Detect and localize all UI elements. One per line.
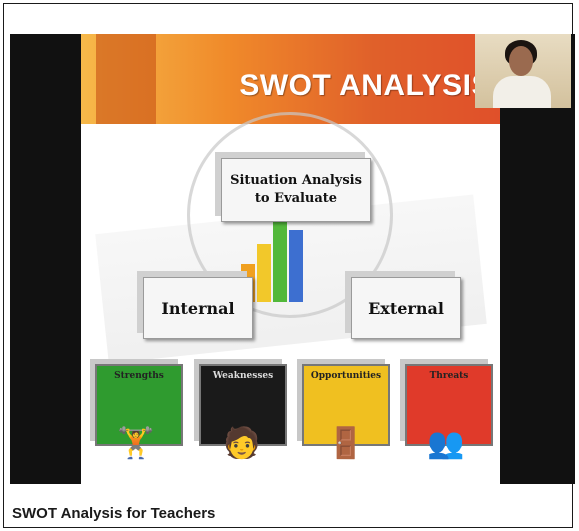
threats-label: Threats xyxy=(429,371,469,381)
presenter-webcam-thumbnail xyxy=(475,34,571,108)
person-at-door-icon: 🚪 xyxy=(327,427,365,460)
weightlifter-icon: 🏋 xyxy=(117,427,155,460)
slide-banner: SWOT ANALYSIS xyxy=(81,34,500,124)
situation-analysis-box: Situation Analysis to Evaluate xyxy=(221,158,371,222)
opportunities-box: Opportunities xyxy=(302,364,390,446)
threats-box: Threats xyxy=(405,364,493,446)
magnifier-illustration xyxy=(187,112,393,318)
weaknesses-box: Weaknesses xyxy=(199,364,287,446)
person-with-cart-icon: 🧑 xyxy=(223,427,261,460)
weaknesses-label: Weaknesses xyxy=(212,371,274,381)
strengths-box: Strengths xyxy=(95,364,183,446)
arguing-people-icon: 👥 xyxy=(427,427,465,460)
strengths-label: Strengths xyxy=(114,371,164,381)
slide-title: SWOT ANALYSIS xyxy=(239,69,492,102)
video-caption: SWOT Analysis for Teachers xyxy=(12,505,216,522)
internal-box: Internal xyxy=(143,277,253,339)
slide: SWOT ANALYSIS Situation Analysis to Eval… xyxy=(81,34,500,484)
bar-chart-illustration xyxy=(241,210,331,302)
opportunities-label: Opportunities xyxy=(310,371,382,381)
external-box: External xyxy=(351,277,461,339)
banner-decoration xyxy=(96,34,156,124)
